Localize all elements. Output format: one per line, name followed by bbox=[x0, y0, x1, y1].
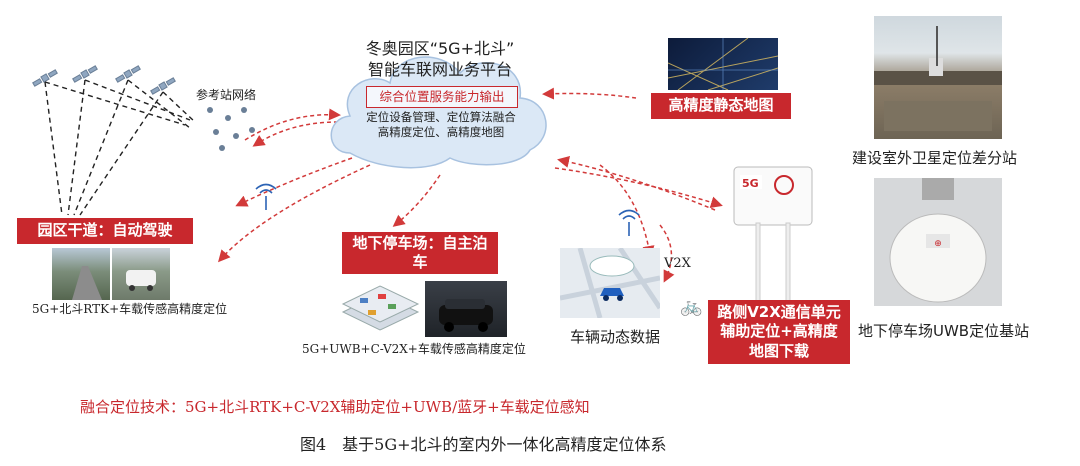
platform-functions-line2: 高精度定位、高精度地图 bbox=[377, 125, 505, 139]
roadside-label-line1: 路侧V2X通信单元 bbox=[717, 302, 841, 321]
svg-text:⊕: ⊕ bbox=[934, 239, 942, 249]
satellite-icon bbox=[32, 65, 176, 95]
road-photo-2 bbox=[112, 248, 170, 300]
uwb-station-label: 地下停车场UWB定位基站 bbox=[858, 322, 1030, 340]
roadside-unit-device bbox=[728, 165, 820, 305]
road-photo-1 bbox=[52, 248, 110, 300]
platform-title-line1: 冬奥园区“5G+北斗” bbox=[365, 39, 515, 58]
parking-autopilot-label: 地下停车场：自主泊 车 bbox=[342, 232, 498, 274]
fusion-technology-text: 融合定位技术：5G+北斗RTK+C-V2X辅助定位+UWB/蓝牙+车载定位感知 bbox=[80, 398, 590, 416]
platform-title: 冬奥园区“5G+北斗” 智能车联网业务平台 bbox=[325, 38, 555, 80]
platform-functions-line1: 定位设备管理、定位算法融合 bbox=[366, 110, 516, 124]
vehicle-dynamic-label: 车辆动态数据 bbox=[570, 328, 661, 346]
uwb-station-photo: ⊕ bbox=[874, 178, 1002, 306]
roadside-label-line3: 地图下载 bbox=[748, 341, 809, 360]
figure-caption: 图4 基于5G+北斗的室内外一体化高精度定位体系 bbox=[300, 435, 667, 454]
service-output-box: 综合位置服务能力输出 bbox=[366, 86, 518, 108]
platform-functions: 定位设备管理、定位算法融合 高精度定位、高精度地图 bbox=[346, 110, 536, 140]
roadside-unit-label: 路侧V2X通信单元 辅助定位+高精度 地图下载 bbox=[708, 300, 850, 364]
parking-label-line2: 车 bbox=[412, 253, 428, 271]
platform-title-line2: 智能车联网业务平台 bbox=[367, 60, 512, 79]
antenna-icon bbox=[255, 183, 640, 236]
parking-label-line1: 地下停车场：自主泊 bbox=[352, 233, 488, 252]
roadside-label-line2: 辅助定位+高精度 bbox=[720, 322, 838, 341]
road-autopilot-label: 园区干道：自动驾驶 bbox=[17, 218, 193, 244]
reference-station-icon bbox=[207, 107, 255, 151]
v2x-label: V2X bbox=[664, 256, 691, 271]
road-autopilot-caption: 5G+北斗RTK+车载传感高精度定位 bbox=[32, 302, 228, 316]
vehicle-map-image bbox=[560, 248, 660, 318]
bicycle-icon: 🚲 bbox=[680, 296, 703, 317]
parking-autopilot-caption: 5G+UWB+C-V2X+车载传感高精度定位 bbox=[302, 342, 526, 356]
outdoor-station-label: 建设室外卫星定位差分站 bbox=[852, 149, 1018, 167]
hd-map-label: 高精度静态地图 bbox=[651, 93, 791, 119]
parking-car-photo bbox=[425, 281, 507, 337]
platform-cloud bbox=[330, 56, 547, 169]
parking-diagram-image bbox=[338, 282, 420, 338]
roadside-unit-5g-text: 5G bbox=[742, 177, 759, 190]
reference-network-label: 参考站网络 bbox=[196, 88, 257, 102]
outdoor-station-photo bbox=[874, 16, 1002, 139]
hd-map-image bbox=[668, 38, 778, 90]
